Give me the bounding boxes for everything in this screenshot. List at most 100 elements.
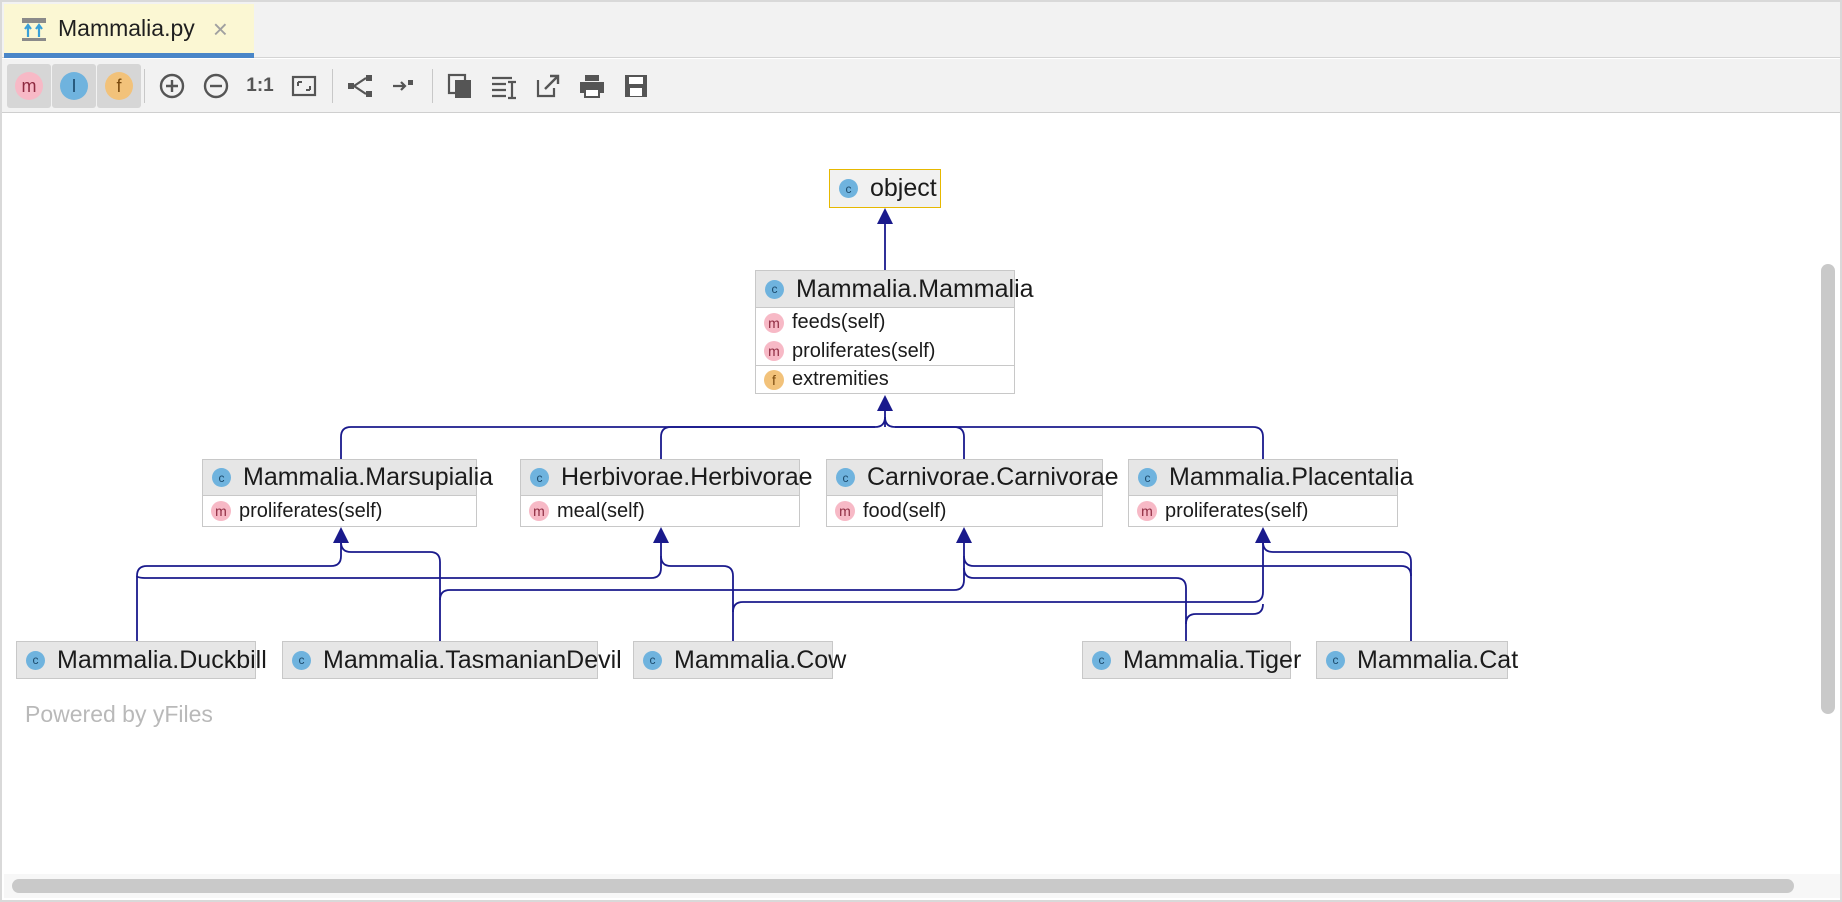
tab-bar: Mammalia.py × [2, 2, 1840, 58]
class-title: Mammalia.TasmanianDevil [323, 645, 622, 674]
close-tab-icon[interactable]: × [212, 13, 228, 44]
class-title: Mammalia.Cow [674, 645, 847, 674]
fit-content-icon [291, 75, 317, 97]
method-name: proliferates(self) [239, 499, 383, 522]
arrowhead-object [877, 208, 893, 224]
vertical-scrollbar[interactable] [1815, 114, 1840, 874]
edge-tiger-carnivorae [963, 567, 1187, 641]
fit-content-button[interactable] [282, 64, 326, 108]
class-node-tiger[interactable]: c Mammalia.Tiger [1082, 641, 1301, 679]
copy-icon [447, 73, 471, 98]
class-node-placentalia[interactable]: c Mammalia.Placentalia m proliferates(se… [1128, 459, 1414, 527]
class-node-carnivorae[interactable]: c Carnivorae.Carnivorae m food(self) [826, 459, 1119, 527]
arrowhead-marsupialia [333, 527, 349, 543]
class-node-object[interactable]: c object [829, 169, 941, 208]
method-icon: m [835, 501, 855, 521]
method-icon: m [764, 341, 784, 361]
layout-button[interactable] [338, 64, 382, 108]
method-name: feeds(self) [792, 311, 886, 333]
class-icon: c [1138, 468, 1157, 487]
edge-tasmanian-marsupialia [340, 541, 441, 641]
class-title: Mammalia.Cat [1357, 645, 1519, 674]
method-icon: m [15, 72, 43, 100]
vertical-scrollbar-thumb[interactable] [1821, 264, 1835, 714]
class-node-herbivorae[interactable]: c Herbivorae.Herbivorae m meal(self) [520, 459, 813, 527]
toolbar-separator [432, 69, 433, 103]
edge-duckbill-herbivorae [136, 538, 662, 579]
method-row: m proliferates(self) [203, 496, 476, 526]
class-icon: c [643, 650, 662, 670]
export-button[interactable] [526, 64, 570, 108]
route-edges-button[interactable] [382, 64, 426, 108]
class-node-cat[interactable]: c Mammalia.Cat [1316, 641, 1518, 679]
class-icon: c [26, 650, 45, 670]
info-icon: I [60, 72, 88, 100]
class-title: Mammalia.Mammalia [796, 274, 1034, 303]
class-title: Herbivorae.Herbivorae [561, 463, 813, 491]
class-icon: c [1092, 650, 1111, 670]
edge-cat-carnivorae [963, 555, 1412, 577]
zoom-out-icon [203, 73, 229, 99]
class-title: Mammalia.Tiger [1123, 645, 1302, 674]
method-icon: m [529, 501, 549, 521]
actual-size-icon: 1:1 [246, 75, 274, 96]
class-node-tasmaniandevil[interactable]: c Mammalia.TasmanianDevil [282, 641, 622, 679]
text-layout-icon [492, 76, 516, 100]
class-icon: c [1326, 650, 1345, 670]
diagram-canvas[interactable]: c object c Mammalia.Mammalia m feeds(sel… [4, 114, 1812, 874]
edge-placentalia-mammalia [895, 426, 1264, 459]
edge-tasmanian-carnivorae [439, 538, 965, 601]
method-row: m food(self) [827, 496, 1102, 526]
hierarchy-layout-icon [348, 75, 372, 97]
method-row: m feeds(self) [756, 308, 1014, 337]
zoom-in-button[interactable] [150, 64, 194, 108]
class-node-mammalia[interactable]: c Mammalia.Mammalia m feeds(self) m prol… [755, 270, 1034, 394]
show-info-toggle[interactable]: I [52, 64, 96, 108]
method-name: proliferates(self) [1165, 499, 1309, 522]
method-row: m proliferates(self) [756, 337, 1014, 365]
field-icon: f [105, 72, 133, 100]
method-icon: m [1137, 501, 1157, 521]
horizontal-scrollbar-thumb[interactable] [12, 879, 1794, 893]
show-fields-toggle[interactable]: f [97, 64, 141, 108]
field-name: extremities [792, 368, 889, 390]
arrowhead-placentalia [1255, 527, 1271, 543]
class-node-duckbill[interactable]: c Mammalia.Duckbill [16, 641, 267, 679]
arrowhead-mammalia [877, 395, 893, 411]
edge-duckbill-marsupialia [136, 538, 342, 641]
export-icon [536, 74, 560, 98]
class-node-cow[interactable]: c Mammalia.Cow [633, 641, 846, 679]
print-button[interactable] [570, 64, 614, 108]
copy-diagram-button[interactable] [438, 64, 482, 108]
actual-size-button[interactable]: 1:1 [238, 64, 282, 108]
class-title: Mammalia.Duckbill [57, 645, 267, 674]
save-icon [625, 75, 647, 97]
zoom-out-button[interactable] [194, 64, 238, 108]
inheritance-edges [136, 208, 1412, 641]
layout-settings-button[interactable] [482, 64, 526, 108]
class-icon: c [765, 279, 784, 299]
edge-cat-placentalia [1262, 541, 1412, 641]
class-icon: c [836, 468, 855, 487]
diagram-toolbar: m I f 1:1 [2, 59, 1840, 113]
class-node-marsupialia[interactable]: c Mammalia.Marsupialia m proliferates(se… [202, 459, 493, 527]
save-button[interactable] [614, 64, 658, 108]
arrowhead-herbivorae [653, 527, 669, 543]
class-title: object [870, 174, 937, 202]
edge-carnivorae-mammalia [884, 416, 965, 459]
method-name: proliferates(self) [792, 339, 936, 362]
class-icon: c [212, 468, 231, 487]
show-methods-toggle[interactable]: m [7, 64, 51, 108]
tab-mammalia-py[interactable]: Mammalia.py × [4, 4, 254, 58]
horizontal-scrollbar[interactable] [4, 874, 1840, 898]
zoom-in-icon [159, 73, 185, 99]
class-title: Carnivorae.Carnivorae [867, 463, 1119, 491]
method-name: meal(self) [557, 499, 645, 522]
method-icon: m [764, 312, 784, 333]
method-icon: m [211, 501, 231, 521]
powered-by-label: Powered by yFiles [25, 701, 213, 727]
edge-tiger-placentalia [1185, 603, 1264, 625]
field-icon: f [764, 369, 784, 390]
class-icon: c [292, 650, 311, 670]
